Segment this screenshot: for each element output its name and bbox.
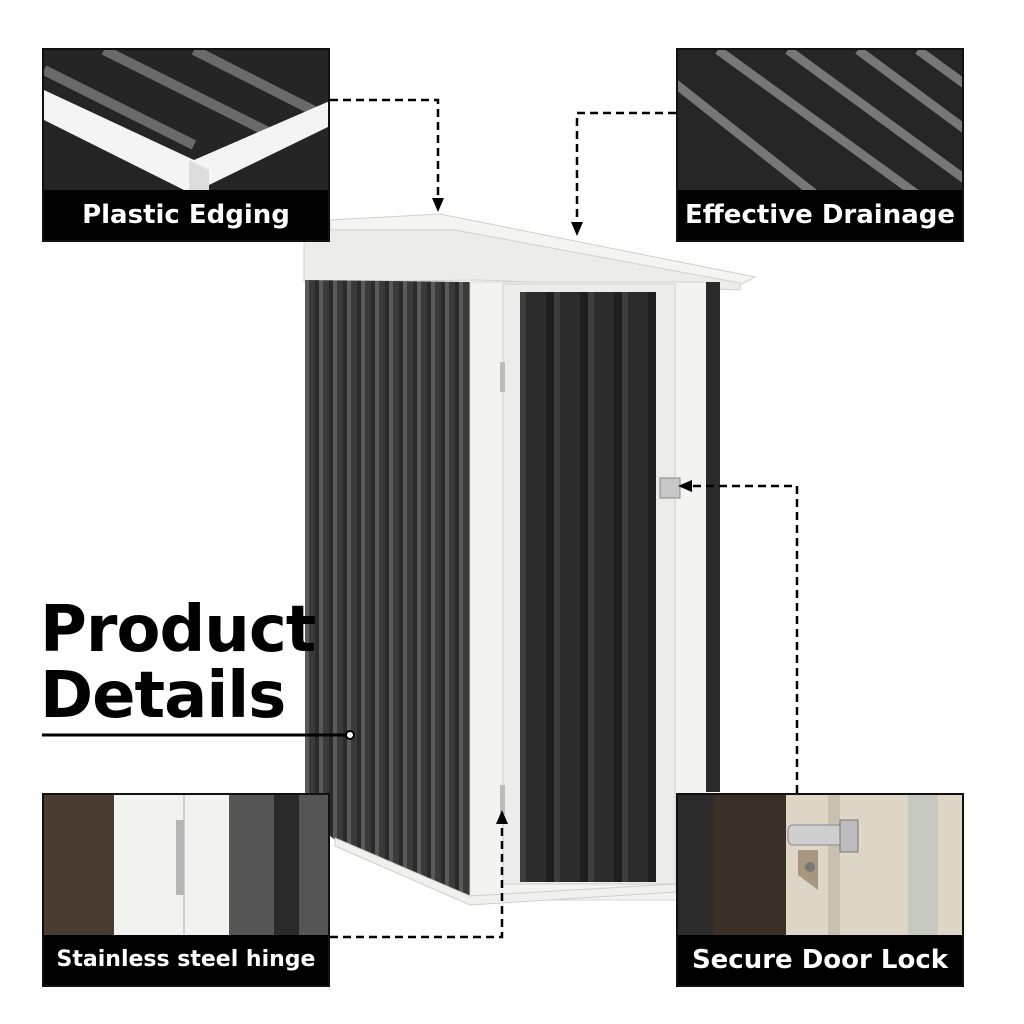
arrow-effective-drainage [571,222,583,236]
callout-secure-door-lock: Secure Door Lock [676,793,964,987]
shed-hinge-top [500,362,505,392]
label-plastic-edging: Plastic Edging [44,190,328,240]
arrow-hinge [496,810,508,824]
heading-line-2: Details [40,659,286,733]
label-stainless-steel-hinge: Stainless steel hinge [44,935,328,985]
shed-roof-fascia [303,229,741,291]
callout-plastic-edging: Plastic Edging [42,48,330,242]
shed-front-post-right [706,282,720,792]
callout-stainless-steel-hinge: Stainless steel hinge [42,793,330,987]
shed-door-lock [659,477,681,499]
connector-plastic-edging [330,98,440,200]
shed-door-panel [520,292,656,882]
connector-effective-drainage [575,111,676,222]
connector-door-lock [690,484,799,793]
label-secure-door-lock: Secure Door Lock [678,935,962,985]
shed-side-wall [305,280,470,898]
heading-underline-end [345,730,355,740]
arrow-door-lock [678,480,692,492]
arrow-plastic-edging [432,198,444,212]
heading-line-1: Product [40,593,316,667]
callout-effective-drainage: Effective Drainage [676,48,964,242]
connector-hinge [330,822,504,939]
label-effective-drainage: Effective Drainage [678,190,962,240]
shed-hinge-bottom [500,785,505,815]
